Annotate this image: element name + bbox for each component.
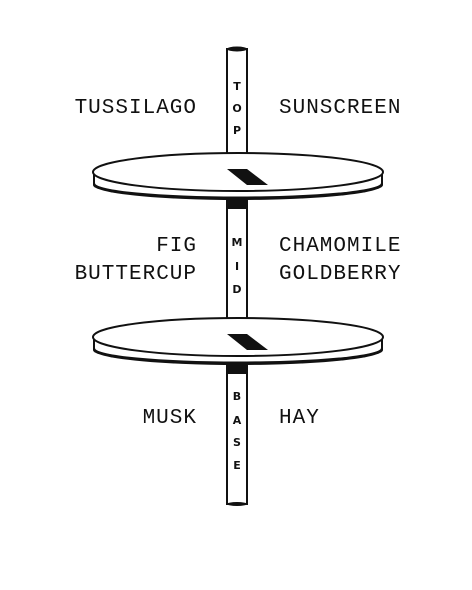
mid-right-note-2: GOLDBERRY — [279, 263, 401, 286]
base-pole-letter-2: A — [233, 414, 242, 427]
mid-pole-label: M I D — [232, 236, 243, 296]
lower-disc — [92, 317, 384, 365]
top-left-note: TUSSILAGO — [75, 97, 197, 120]
base-pole-letter-1: B — [233, 390, 241, 403]
base-pole-segment — [226, 365, 248, 506]
base-pole-label: B A S E — [233, 390, 242, 472]
mid-pole-letter-3: D — [232, 283, 241, 296]
top-right-note: SUNSCREEN — [279, 97, 401, 120]
top-pole-letter-1: T — [233, 80, 241, 93]
mid-pole-letter-2: I — [235, 260, 239, 273]
mid-right-note-1: CHAMOMILE — [279, 235, 401, 258]
base-left-note: MUSK — [143, 407, 197, 430]
top-pole-label: T O P — [232, 80, 241, 137]
upper-disc — [92, 152, 384, 200]
top-pole-letter-2: O — [232, 102, 241, 115]
mid-left-note-1: FIG — [156, 235, 197, 258]
base-right-note: HAY — [279, 407, 320, 430]
mid-left-note-2: BUTTERCUP — [75, 263, 197, 286]
top-pole-letter-3: P — [233, 124, 241, 137]
base-pole-letter-3: S — [233, 436, 241, 449]
lower-disc-joint-shadow — [227, 334, 268, 350]
mid-pole-letter-1: M — [232, 236, 243, 249]
top-pole-segment — [226, 46, 248, 170]
base-pole-letter-4: E — [233, 459, 241, 472]
upper-disc-joint-shadow — [227, 169, 268, 185]
